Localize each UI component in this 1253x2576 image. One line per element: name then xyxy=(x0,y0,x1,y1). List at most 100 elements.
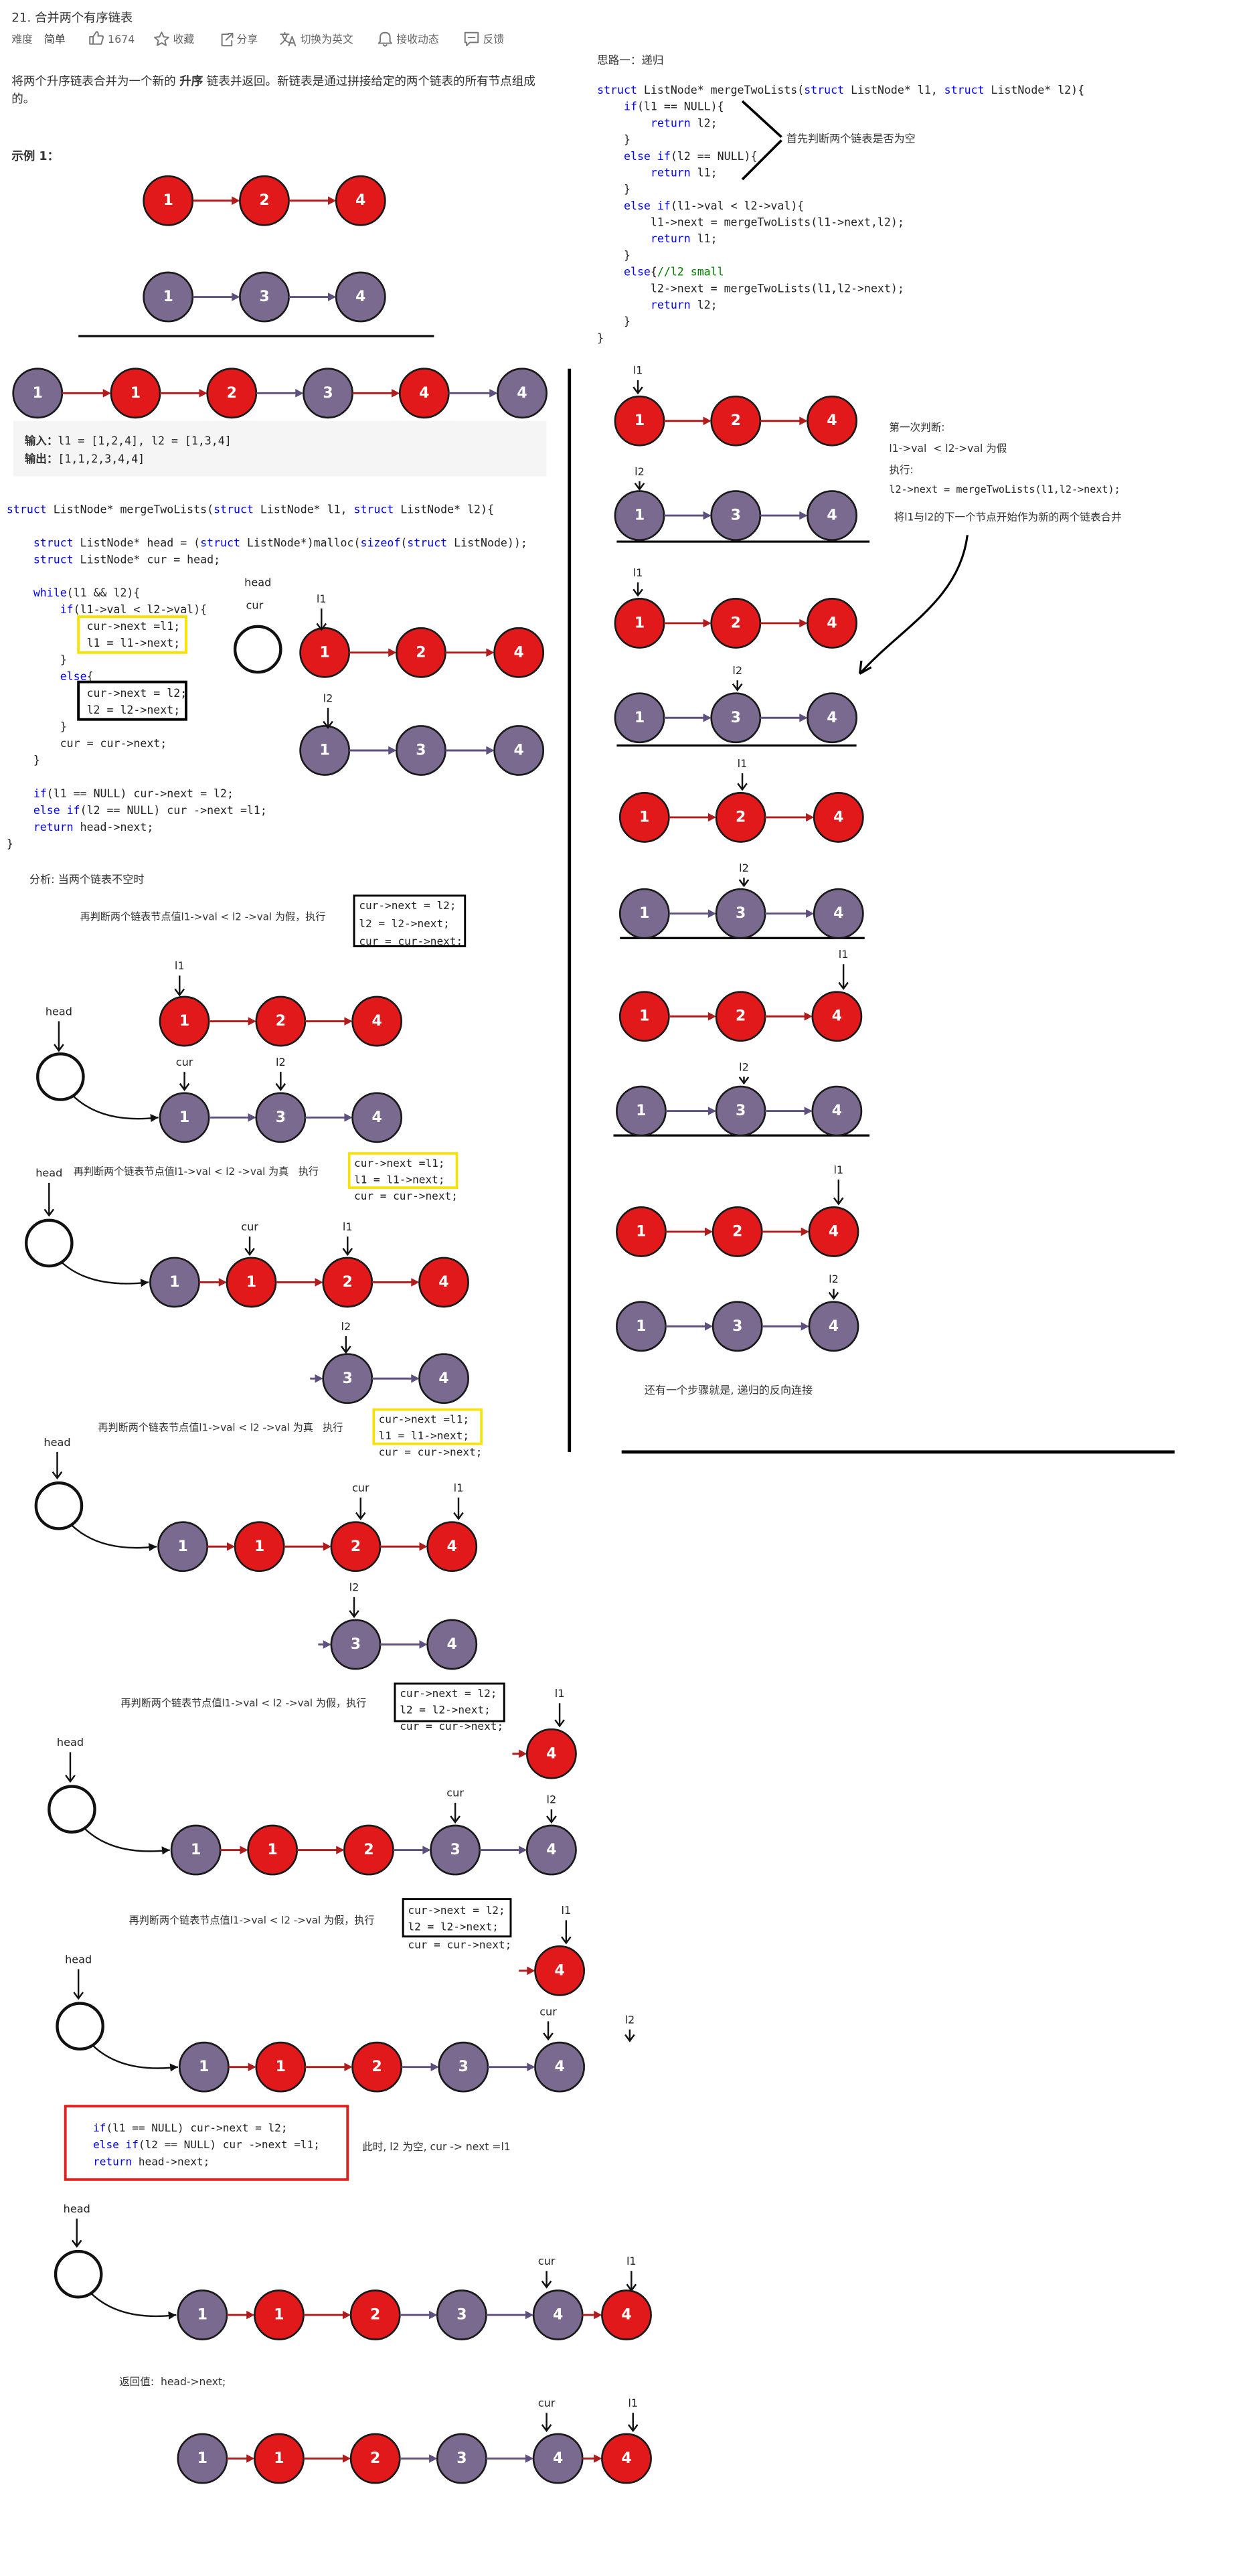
pointer-l1: l1 xyxy=(174,959,185,997)
node-value: 4 xyxy=(447,1538,457,1555)
node-value: 4 xyxy=(827,710,837,726)
node-arrow xyxy=(765,1107,813,1115)
node-circle xyxy=(418,1257,469,1308)
node-value: 1 xyxy=(635,507,645,524)
return-note: 返回值: head->next; xyxy=(119,2376,226,2388)
l1-node: 4 xyxy=(601,2433,652,2484)
node-arrow xyxy=(765,813,815,822)
pointer-arrow xyxy=(275,1072,286,1091)
node-circle xyxy=(710,692,762,744)
node-arrow xyxy=(276,1278,323,1287)
node-value: 4 xyxy=(372,1013,382,1030)
l2-node: 4 xyxy=(807,692,857,744)
code-line: l2 = l2->next; xyxy=(7,704,180,716)
problem-description-line-2: 的。 xyxy=(11,93,35,106)
explanation-curved-arrow xyxy=(858,535,969,675)
l1-node: 4 xyxy=(811,991,863,1042)
l2-node: 3 xyxy=(330,1619,382,1670)
comment-icon xyxy=(464,31,479,47)
node-arrow xyxy=(664,619,712,628)
node-value: 4 xyxy=(355,289,365,305)
step-5-text: 再判断两个链表节点值l1->val < l2 ->val 为假，执行 xyxy=(129,1914,375,1926)
node-value: 3 xyxy=(343,1370,353,1387)
node-value: 2 xyxy=(736,1008,746,1025)
step-4-text: 再判断两个链表节点值l1->val < l2 ->val 为假，执行 xyxy=(121,1697,367,1709)
pointer-arrow xyxy=(554,1703,565,1728)
pointer-label: l1 xyxy=(454,1481,464,1494)
node-arrow xyxy=(226,2454,255,2463)
node-value: 2 xyxy=(416,644,426,661)
l1-node: 1 xyxy=(616,1206,667,1257)
l2-node: 4 xyxy=(526,1824,577,1876)
code-line: } xyxy=(597,133,631,146)
code-highlight-false-branch xyxy=(77,680,187,721)
switch-language-button[interactable]: 切换为英文 xyxy=(280,31,353,47)
l2-node: 4 xyxy=(497,368,548,419)
node-circle xyxy=(426,1619,478,1670)
node-circle xyxy=(351,2041,403,2093)
node-arrow xyxy=(765,909,815,918)
code-highlight-true-branch xyxy=(77,615,187,654)
step-5-code-line: cur->next = l2; xyxy=(408,1904,505,1917)
pointer-cur: cur xyxy=(246,599,264,612)
l2-node: 1 xyxy=(616,1085,667,1137)
step-2-code-line: cur = cur->next; xyxy=(354,1190,458,1202)
l2-node: 4 xyxy=(807,490,857,541)
like-button[interactable]: 1674 xyxy=(89,31,135,46)
pointer-l2: l2 xyxy=(828,1273,839,1300)
node-arrow xyxy=(160,388,207,398)
code-line: struct ListNode* cur = head; xyxy=(7,553,220,566)
pointer-arrow xyxy=(543,2021,554,2041)
pointer-label: cur xyxy=(246,599,264,612)
pointer-label: l2 xyxy=(323,692,333,705)
final-code-box xyxy=(64,2105,349,2181)
l1-node: 2 xyxy=(396,627,446,678)
subscribe-button[interactable]: 接收动态 xyxy=(378,31,439,47)
l1-node: 4 xyxy=(534,1945,585,1996)
l2-node: 1 xyxy=(143,271,194,323)
code-line: } xyxy=(597,315,631,327)
node-arrow xyxy=(760,511,808,520)
pointer-label: l2 xyxy=(635,465,645,478)
example-io-box: 输入：l1 = [1,2,4], l2 = [1,3,4] 输出：[1,1,2,… xyxy=(13,420,547,477)
code-line: return head->next; xyxy=(93,2155,210,2168)
node-value: 1 xyxy=(635,710,645,726)
node-value: 4 xyxy=(355,192,365,209)
first-judgement-execute-label: 执行: xyxy=(889,464,913,476)
l1-node: 2 xyxy=(710,598,762,649)
node-value: 3 xyxy=(736,905,746,922)
feedback-button[interactable]: 反馈 xyxy=(464,31,505,47)
pointer-arrow xyxy=(323,708,333,729)
pointer-arrow xyxy=(633,380,643,395)
pointer-label: cur xyxy=(241,1220,258,1233)
node-arrow xyxy=(479,1846,527,1854)
code-line: l2->next = mergeTwoLists(l1,l2->next); xyxy=(597,282,904,295)
pointer-arrow xyxy=(316,608,327,631)
node-value: 4 xyxy=(832,1103,842,1119)
node-arrow xyxy=(445,648,495,657)
problem-title: 21. 合并两个有序链表 xyxy=(11,11,133,25)
node-value: 4 xyxy=(546,1745,556,1762)
node-arrow xyxy=(760,416,808,426)
l2-node: 1 xyxy=(177,2433,228,2484)
head-circle xyxy=(48,1785,96,1834)
pointer-arrow xyxy=(541,2413,552,2433)
share-button[interactable]: 分享 xyxy=(221,32,258,47)
favorite-button[interactable]: 收藏 xyxy=(154,31,194,46)
node-arrow xyxy=(765,1012,813,1021)
code-line: return l2; xyxy=(597,116,718,129)
node-value: 2 xyxy=(370,2307,380,2324)
node-arrow xyxy=(664,511,712,520)
node-arrow xyxy=(220,1846,248,1854)
pointer-head: head xyxy=(65,1953,92,2000)
node-arrow xyxy=(305,2063,353,2071)
l2-node: 4 xyxy=(813,888,864,939)
l1-node: 1 xyxy=(618,991,670,1042)
pointer-head: head xyxy=(57,1736,84,1783)
node-arrow xyxy=(349,746,397,755)
pointer-cur: cur xyxy=(352,1481,369,1520)
pointer-arrow xyxy=(349,1597,359,1619)
